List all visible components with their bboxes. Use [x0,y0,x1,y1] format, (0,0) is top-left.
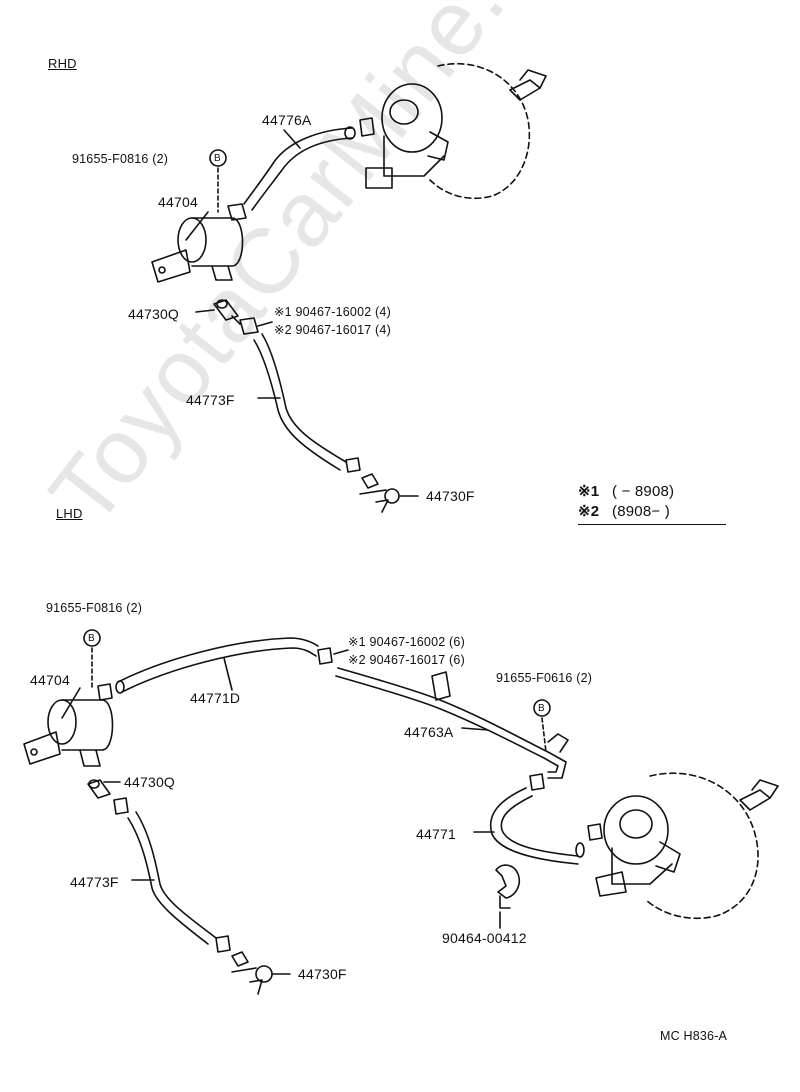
lhd-clamp-right [529,773,545,791]
lhd-label-44763a: 44763A [404,724,454,740]
rhd-leader-44730q [195,309,215,313]
rhd-clamp-upper [227,203,247,221]
lhd-label-44771d: 44771D [190,690,241,706]
lhd-brake-booster [595,772,779,920]
rhd-leader-44704 [185,211,209,241]
lhd-bolt-badge: B [88,633,95,644]
rhd-union [345,457,400,513]
lhd-clamp-upper [97,683,113,701]
lhd-label-clamp1: ※1 90467-16002 (6) [348,635,465,649]
rhd-label-44704: 44704 [158,194,198,210]
rhd-label-bolt: 91655-F0816 (2) [72,152,169,166]
legend-text-1: ( − 8908) [612,483,675,500]
rhd-leader-44776a [283,129,301,149]
section-rhd: RHD [48,56,77,71]
rhd-leader-clamps [257,321,273,327]
rhd-label-clamp1: ※1 90467-16002 (4) [274,305,391,319]
lhd-label-44773f: 44773F [70,874,119,890]
rhd-brake-booster [359,62,547,200]
rhd-bolt-badge-circle [209,149,227,167]
legend-mark-2: ※2 [578,503,600,520]
drawing-code: MC H836-A [660,1029,728,1043]
rhd-vacuum-tank [151,217,244,283]
lhd-leader-clamps [333,649,349,655]
lhd-bracket-clip [495,864,521,909]
lhd-clamp-booster [587,823,603,841]
rhd-label-44776a: 44776A [262,112,312,128]
lhd-leader-44704 [61,687,81,719]
section-lhd: LHD [56,506,83,521]
lhd-label-bolt2: 91655-F0616 (2) [496,671,593,685]
lhd-clamp-lower [113,797,129,815]
rhd-hose-44776a [243,126,356,211]
legend-text-2: (8908− ) [612,503,670,520]
lhd-label-clamp2: ※2 90467-16017 (6) [348,653,465,667]
lhd-hose-44773f [127,811,217,945]
lhd-hose-44771 [489,787,585,865]
rhd-label-clamp2: ※2 90467-16017 (4) [274,323,391,337]
lhd-pipe-44763a [335,667,569,779]
rhd-label-44730f: 44730F [426,488,475,504]
lhd-label-44730f: 44730F [298,966,347,982]
lhd-hose-44771d [115,637,319,694]
lhd-check-valve [87,779,111,799]
lhd-leader-44771d [223,657,233,691]
rhd-hose-44773f [253,333,347,471]
lhd-union [215,935,273,995]
lhd-clamp-mid [317,647,333,665]
rhd-check-valve [213,299,241,325]
rhd-label-44773f: 44773F [186,392,235,408]
lhd-vacuum-tank [23,699,114,767]
lhd-bolt2-badge-circle [533,699,551,717]
lhd-label-44771: 44771 [416,826,456,842]
rhd-label-44730q: 44730Q [128,306,180,322]
lhd-label-44730q: 44730Q [124,774,176,790]
lhd-bolt-badge-circle [83,629,101,647]
lhd-label-44704: 44704 [30,672,70,688]
rhd-clamp-lower [239,317,259,335]
legend-mark-1: ※1 [578,483,600,500]
legend-underline [578,524,726,525]
lhd-leader-44763a [461,727,489,731]
lhd-label-90464: 90464-00412 [442,930,527,946]
lhd-bolt2-dashed [541,717,547,753]
lhd-bolt2-badge: B [538,703,545,714]
lhd-label-bolt: 91655-F0816 (2) [46,601,143,615]
rhd-bolt-badge: B [214,153,221,164]
